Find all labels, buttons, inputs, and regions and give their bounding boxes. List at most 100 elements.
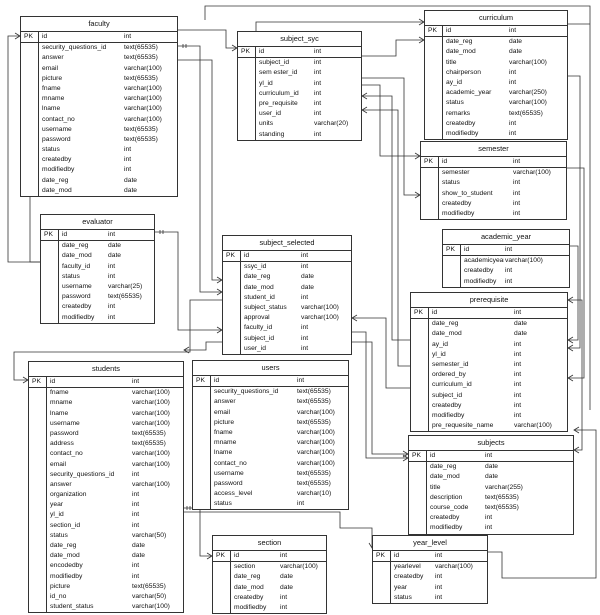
field-type: varchar(100) xyxy=(509,58,547,66)
field-name: status xyxy=(42,146,60,154)
field-name: lname xyxy=(50,409,69,417)
field-type: int xyxy=(132,491,140,499)
field-name: password xyxy=(62,293,91,301)
field-name: academicyear xyxy=(464,257,504,265)
field-type: int xyxy=(314,48,322,55)
field-type: int xyxy=(301,263,309,271)
field-name: id xyxy=(50,378,56,385)
field-type: text(65535) xyxy=(124,44,158,52)
field-type: date xyxy=(509,38,523,46)
relation-marker xyxy=(573,426,580,434)
key-column-divider xyxy=(223,251,241,354)
field-name: id xyxy=(42,33,48,40)
field-name: modifiedby xyxy=(62,313,95,321)
field-name: pre_requisite xyxy=(259,99,298,107)
field-name: subject_id xyxy=(259,59,290,67)
field-name: createdby xyxy=(464,267,494,275)
relation-marker xyxy=(567,374,574,382)
field-type: varchar(100) xyxy=(132,450,170,458)
relation-marker xyxy=(186,506,191,510)
field-type: int xyxy=(513,199,521,207)
field-name: date_reg xyxy=(234,573,261,581)
field-type: varchar(100) xyxy=(124,95,162,103)
key-column-divider xyxy=(238,47,256,140)
field-name: id_no xyxy=(50,592,67,600)
field-name: contact_no xyxy=(50,450,83,458)
key-column-divider xyxy=(21,32,39,196)
field-type: int xyxy=(514,309,522,316)
field-name: title xyxy=(446,58,457,66)
field-type: date xyxy=(132,552,146,560)
field-name: subject_id xyxy=(432,391,463,399)
field-name: standing xyxy=(259,130,285,138)
field-type: varchar(100) xyxy=(132,419,170,427)
field-name: remarks xyxy=(446,109,471,117)
field-name: password xyxy=(214,479,243,487)
field-type: int xyxy=(435,552,443,559)
field-type: int xyxy=(108,262,116,270)
entity-title: prerequisite xyxy=(411,293,567,308)
field-name: student_id xyxy=(244,293,275,301)
field-name: status xyxy=(62,272,80,280)
field-type: int xyxy=(513,179,521,187)
field-name: security_questions_id xyxy=(50,470,115,478)
field-type: text(65535) xyxy=(124,125,158,133)
field-type: varchar(100) xyxy=(124,84,162,92)
field-name: semester_id xyxy=(432,360,469,368)
field-type: int xyxy=(314,130,322,138)
field-type: varchar(100) xyxy=(297,408,335,416)
field-name: ordered_by xyxy=(432,371,466,379)
relation-line xyxy=(184,507,212,557)
entity-title: curriculum xyxy=(425,11,567,26)
relation-line xyxy=(362,95,410,341)
field-type: varchar(100) xyxy=(132,409,170,417)
field-type: date xyxy=(509,48,523,56)
field-type: varchar(100) xyxy=(132,603,170,611)
key-column-divider xyxy=(411,308,429,432)
key-marker: PK xyxy=(412,452,421,459)
field-type: int xyxy=(132,521,140,529)
field-type: varchar(100) xyxy=(297,428,335,436)
field-type: varchar(100) xyxy=(297,439,335,447)
field-name: createdby xyxy=(394,573,424,581)
field-type: int xyxy=(514,401,522,409)
field-type: int xyxy=(314,110,322,118)
